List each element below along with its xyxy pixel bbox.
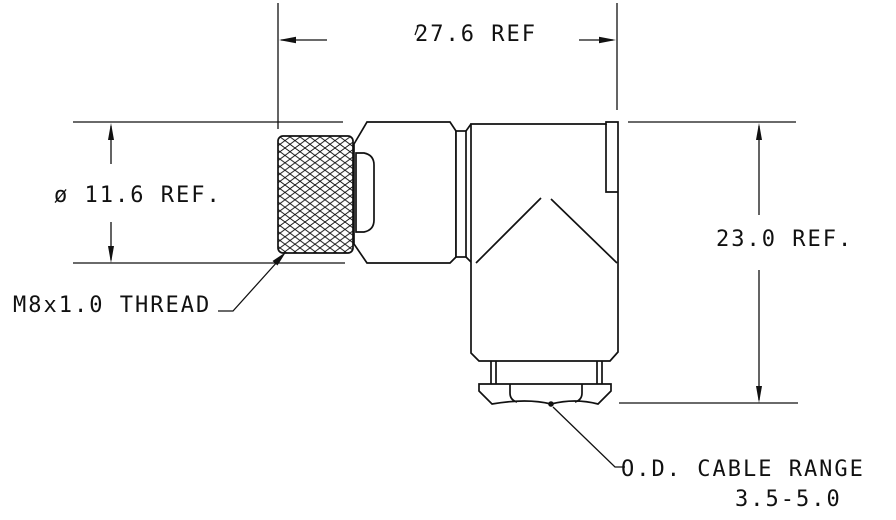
cable-gland	[478, 361, 612, 407]
arrowhead-right	[599, 36, 616, 44]
knurl	[277, 135, 354, 254]
dim-height-label: 23.0 REF.	[716, 227, 854, 252]
coupling-nut-outline	[353, 121, 472, 264]
dim-width-label: 27.6 REF	[415, 22, 537, 47]
cable-range-value: 3.5-5.0	[735, 487, 842, 512]
arrowhead-up	[108, 123, 114, 140]
arrowhead-down	[108, 246, 114, 263]
leader-arrowhead	[272, 252, 286, 266]
cover-step-line	[605, 124, 618, 193]
connector-body	[470, 121, 619, 362]
seal-bump	[355, 152, 375, 233]
leader-anchor-dot	[548, 401, 554, 407]
gland-nut	[478, 383, 612, 405]
cable-range-leader	[552, 406, 625, 468]
dim-diameter-label: ø 11.6 REF.	[54, 183, 222, 208]
arrowhead-down	[756, 386, 762, 403]
arrowhead-up	[756, 123, 762, 140]
dimension-height	[619, 121, 798, 404]
thread-label: M8x1.0 THREAD	[13, 293, 212, 318]
spacer-ring	[455, 130, 467, 258]
arrowhead-left	[279, 36, 296, 44]
cable-range-label: O.D. CABLE RANGE	[621, 457, 865, 482]
dimension-width	[277, 3, 618, 129]
thread-leader	[218, 252, 286, 312]
stray-tick-mark	[414, 26, 419, 36]
dimension-diameter	[73, 121, 345, 264]
chamfer-chevron	[475, 197, 618, 264]
